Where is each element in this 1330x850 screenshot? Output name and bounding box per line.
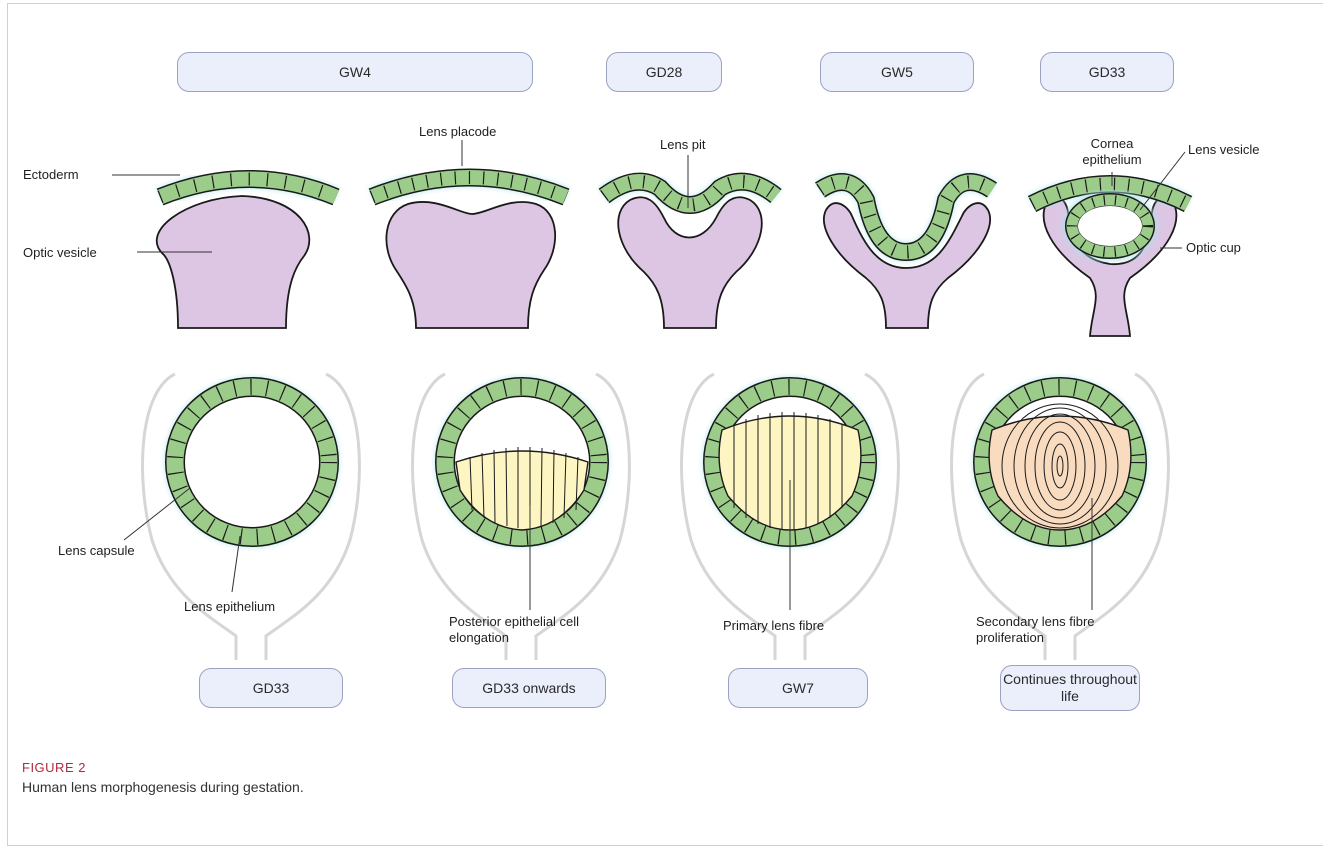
stage-pill-bottom-4: Continues throughout life bbox=[1000, 665, 1140, 711]
stage-pill-bottom-2: GD33 onwards bbox=[452, 668, 606, 708]
stage-pill-bottom-3: GW7 bbox=[728, 668, 868, 708]
label-posterior-elongation: Posterior epithelial cell elongation bbox=[449, 614, 639, 646]
label-lens-vesicle: Lens vesicle bbox=[1188, 142, 1260, 158]
stage-pill-top-3: GW5 bbox=[820, 52, 974, 92]
stage-pill-top-2: GD28 bbox=[606, 52, 722, 92]
stage-lens-pit bbox=[604, 182, 776, 328]
stage-pill-bottom-1: GD33 bbox=[199, 668, 343, 708]
label-secondary-fibre: Secondary lens fibre proliferation bbox=[976, 614, 1126, 646]
figure-caption: Human lens morphogenesis during gestatio… bbox=[22, 779, 304, 795]
lens-secondary-fibres bbox=[983, 387, 1137, 537]
label-lens-capsule: Lens capsule bbox=[58, 543, 135, 559]
stage-lens-vesicle bbox=[1032, 184, 1188, 336]
label-ectoderm: Ectoderm bbox=[23, 167, 79, 183]
stage-lens-placode bbox=[372, 178, 566, 329]
label-lens-epithelium: Lens epithelium bbox=[184, 599, 275, 615]
stage-optic-vesicle bbox=[157, 179, 336, 328]
lens-posterior-elongation bbox=[445, 387, 599, 537]
label-lens-placode: Lens placode bbox=[419, 124, 496, 140]
label-lens-pit: Lens pit bbox=[660, 137, 706, 153]
stage-pill-top-1: GW4 bbox=[177, 52, 533, 92]
label-optic-vesicle: Optic vesicle bbox=[23, 245, 97, 261]
lens-vesicle-hollow bbox=[175, 387, 329, 537]
label-optic-cup: Optic cup bbox=[1186, 240, 1241, 256]
figure-number: FIGURE 2 bbox=[22, 760, 86, 775]
stage-pill-top-4: GD33 bbox=[1040, 52, 1174, 92]
label-primary-fibre: Primary lens fibre bbox=[723, 618, 824, 634]
label-cornea-epithelium: Cornea epithelium bbox=[1076, 136, 1148, 168]
stage-invagination bbox=[820, 182, 992, 328]
